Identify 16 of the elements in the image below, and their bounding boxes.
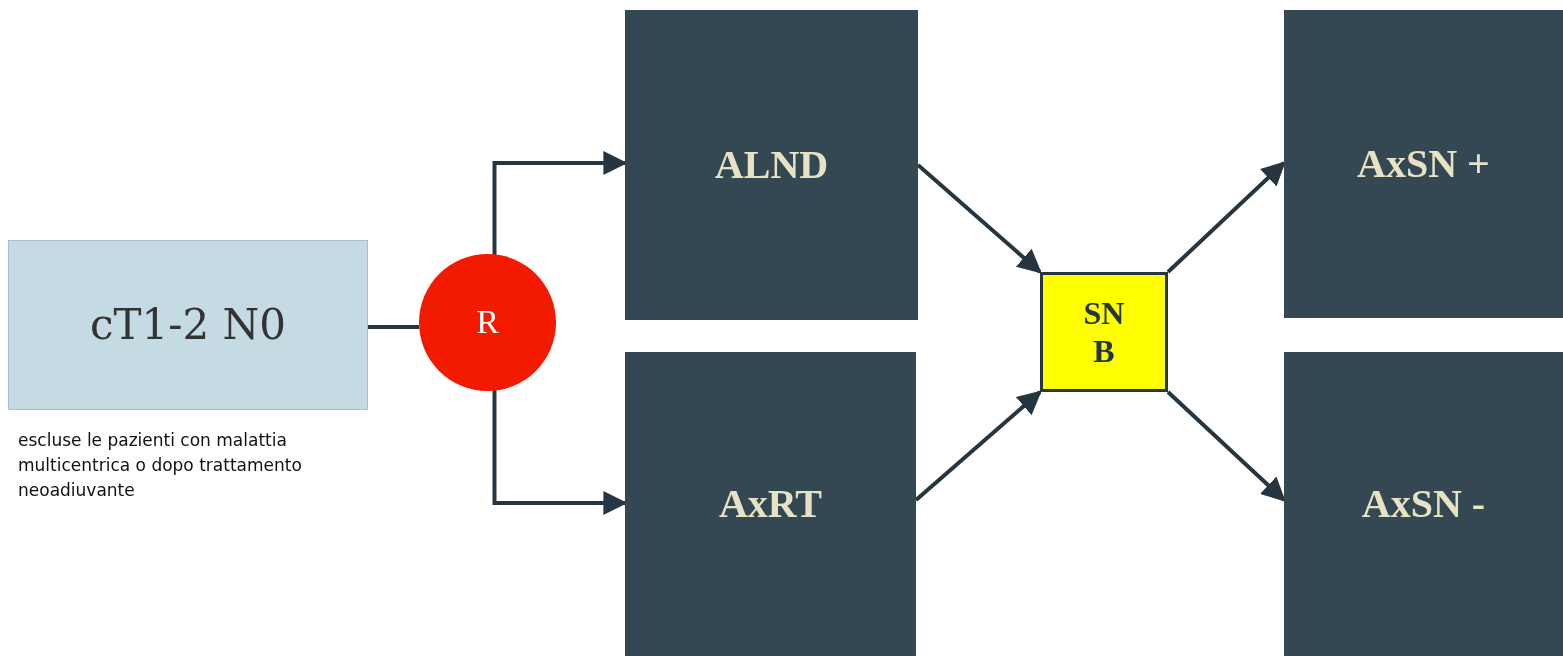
procedure-box — [1284, 10, 1563, 318]
node-label: R — [476, 302, 499, 343]
procedure-box — [1284, 352, 1563, 656]
stage-box — [8, 240, 368, 410]
arrow — [1166, 161, 1286, 274]
node-label: SN B — [1082, 293, 1126, 371]
node-label: AxSN - — [1361, 480, 1486, 528]
node-label: AxSN + — [1357, 140, 1490, 188]
node-label: ALND — [714, 141, 829, 189]
note-text: escluse le pazienti con malattia multicentrica o dopo trattamento neoadiuvante — [18, 429, 303, 502]
procedure-box — [625, 10, 918, 320]
procedure-box — [1040, 272, 1168, 392]
node-label: AxRT — [718, 480, 822, 528]
arrow — [1166, 390, 1286, 502]
procedure-box — [625, 352, 916, 656]
node-label: cT1-2 N0 — [90, 299, 286, 351]
